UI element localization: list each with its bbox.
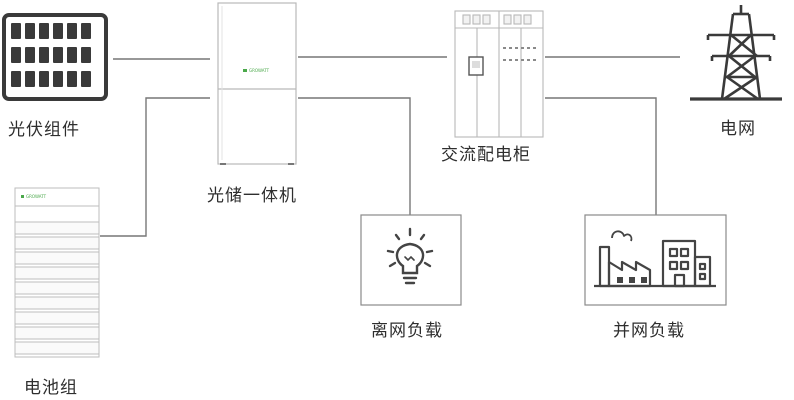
grid-label: 电网	[720, 114, 756, 139]
line-battery-to-inverter	[100, 98, 210, 236]
svg-text:GROWATT: GROWATT	[249, 68, 270, 73]
solar-panel-icon	[4, 15, 106, 99]
line-inverter-to-offgrid-load	[298, 98, 410, 215]
inverter-cabinet-icon: GROWATT	[218, 3, 296, 164]
battery-label: 电池组	[24, 373, 78, 398]
offgrid-load-box	[361, 215, 461, 305]
ac-cabinet-label: 交流配电柜	[441, 140, 531, 165]
ongrid-load-box	[585, 215, 726, 305]
offgrid-load-label: 离网负载	[371, 316, 443, 341]
ongrid-load-label: 并网负载	[613, 316, 685, 341]
battery-stack-icon: GROWATT	[15, 188, 99, 357]
pv-modules-label: 光伏组件	[8, 115, 80, 140]
inverter-label: 光储一体机	[207, 181, 297, 206]
line-cabinet-to-ongrid-load	[545, 98, 656, 215]
connection-lines	[100, 57, 680, 236]
transmission-tower-icon	[690, 5, 782, 99]
svg-text:GROWATT: GROWATT	[26, 194, 47, 199]
distribution-cabinet-icon	[455, 11, 543, 137]
